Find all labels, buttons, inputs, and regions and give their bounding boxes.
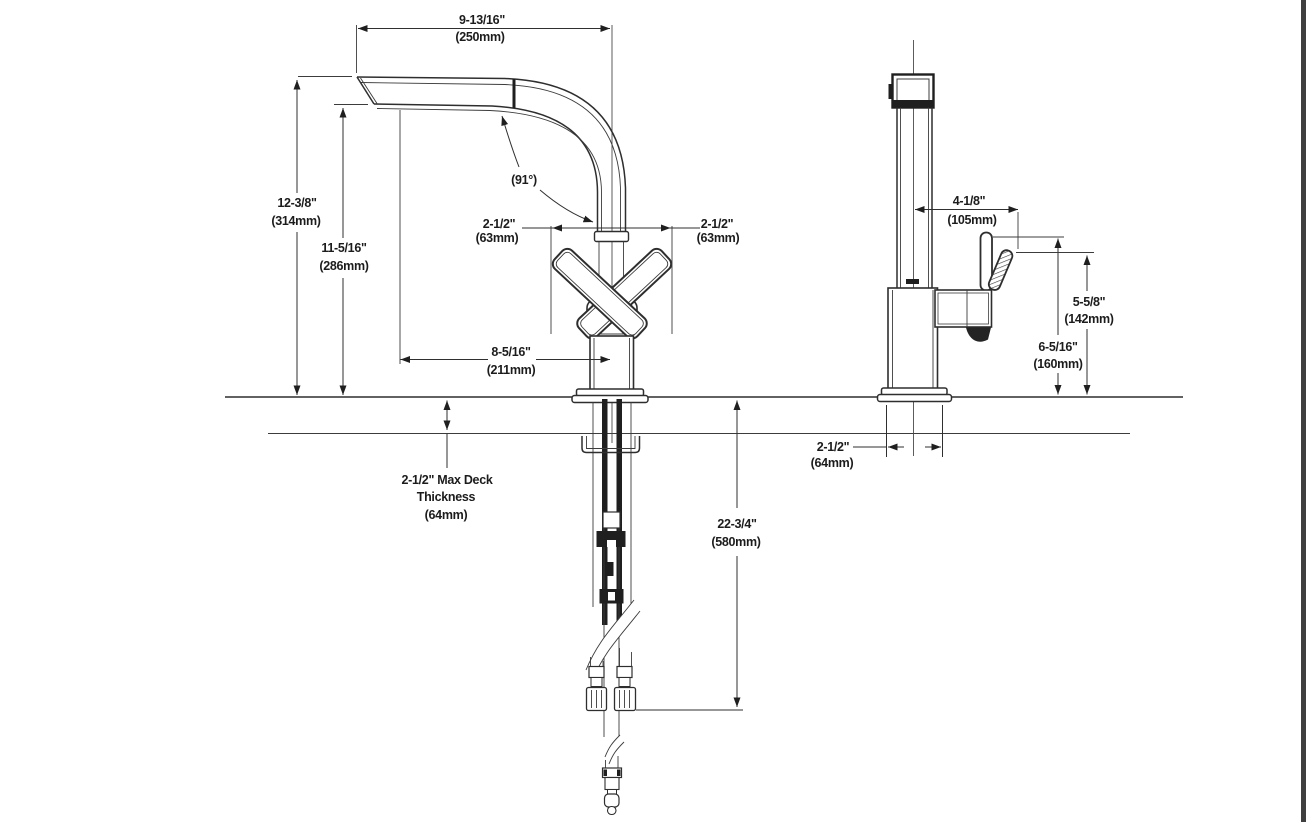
dim-shank-clearance-in: 2-1/2": [817, 440, 850, 454]
dim-handle-projection-mm: (105mm): [947, 213, 996, 227]
dim-deck-thickness-line1: 2-1/2" Max Deck: [401, 473, 492, 487]
front-view-faucet: [356, 25, 673, 443]
hose-end-plug: [603, 793, 620, 808]
side-spout-head-band: [892, 100, 934, 108]
side-spout-nub: [888, 84, 893, 99]
mounting-nut-notch: [608, 592, 615, 601]
page-edge-strip: [1301, 0, 1306, 822]
supply-fitting-left: [585, 657, 608, 712]
dim-spout-angle: (91°): [501, 115, 594, 223]
spout-tip-cut: [356, 76, 375, 105]
spout-tip-cut-inner: [360, 77, 378, 104]
front-handle-right-position: [576, 247, 673, 340]
front-handle-left-position: [551, 247, 648, 340]
shank-collar: [602, 511, 621, 529]
side-body: [887, 287, 939, 390]
dim-overall-height: 12-3/8" (314mm): [271, 76, 352, 395]
break-curve-upper: [585, 599, 635, 671]
hose-clip: [607, 562, 614, 576]
side-flange-base: [876, 393, 953, 403]
pullout-hose-tail: [601, 734, 625, 816]
side-handle-housing-inner: [937, 292, 989, 325]
mounting-bracket-inner: [586, 436, 636, 449]
hose-break-lower: [608, 741, 625, 765]
side-handle-tilted: [987, 249, 1014, 291]
side-housing-hook: [966, 327, 991, 342]
hose-break-fill: [605, 735, 624, 764]
dim-deck-thickness: 2-1/2" Max Deck Thickness (64mm): [401, 400, 493, 522]
dim-handle-tip-height: 5-5/8" (142mm): [1016, 252, 1114, 395]
mounting-bracket: [581, 436, 641, 454]
spout-bottom-inner-edge: [376, 108, 602, 232]
dim-deck-thickness-line2: Thickness: [417, 490, 476, 504]
front-spout: [356, 76, 627, 232]
dim-spout-reach-mm: (250mm): [455, 30, 504, 44]
dim-aerator-reach: 8-5/16" (211mm): [399, 110, 610, 377]
dim-spout-reach-in: 9-13/16": [459, 13, 505, 27]
hose-break-upper: [604, 734, 621, 758]
spout-top-outer-edge: [356, 76, 627, 232]
dim-aerator-reach-in: 8-5/16": [491, 345, 531, 359]
dim-spout-height-mm: (286mm): [319, 259, 368, 273]
dim-aerator-reach-mm: (211mm): [487, 363, 536, 377]
dim-spout-angle-label: (91°): [511, 173, 537, 187]
dim-supply-length-in: 22-3/4": [717, 517, 757, 531]
angle-leader-upper: [501, 115, 520, 168]
spout-top-inner-edge: [360, 82, 621, 232]
under-deck-assembly: [581, 399, 641, 816]
hose-fitting-mark: [603, 769, 607, 776]
dim-spout-height-in: 11-5/16": [321, 241, 367, 255]
angle-leader-lower: [539, 189, 594, 223]
dim-overall-height-in: 12-3/8": [277, 196, 317, 210]
dim-handle-swing: 2-1/2" (63mm) 2-1/2" (63mm): [476, 217, 740, 334]
front-flange-base: [571, 394, 649, 404]
dim-supply-length: 22-3/4" (580mm): [636, 400, 761, 711]
dim-shank-clearance-mm: (64mm): [811, 456, 854, 470]
supply-fitting-right: [613, 648, 637, 712]
dim-shank-clearance: 2-1/2" (64mm): [811, 440, 941, 470]
dim-handle-upright-in: 6-5/16": [1038, 340, 1078, 354]
dim-handle-right-mm: (63mm): [697, 231, 740, 245]
dim-spout-reach: 9-13/16" (250mm): [356, 13, 610, 73]
dim-handle-left-mm: (63mm): [476, 231, 519, 245]
dim-handle-upright-mm: (160mm): [1033, 357, 1082, 371]
fitting-neck: [618, 677, 631, 687]
break-band-fill: [586, 600, 640, 681]
dim-overall-height-mm: (314mm): [271, 214, 320, 228]
dim-handle-projection: 4-1/8" (105mm): [915, 194, 1019, 249]
neck-coupling: [593, 230, 630, 243]
dim-spout-height: 11-5/16" (286mm): [319, 104, 369, 395]
dim-handle-tip-in: 5-5/8": [1073, 295, 1106, 309]
front-body-column: [589, 335, 635, 393]
fitting-band: [588, 665, 605, 679]
side-handle-housing: [934, 289, 993, 328]
dim-handle-right-in: 2-1/2": [701, 217, 734, 231]
hose-end-tip: [606, 805, 617, 816]
dim-handle-upright-height: 6-5/16" (160mm): [993, 236, 1083, 395]
dim-handle-tip-mm: (142mm): [1064, 312, 1113, 326]
dim-handle-left-in: 2-1/2": [483, 217, 516, 231]
spout-bottom-outer-edge: [373, 103, 599, 232]
fitting-neck: [590, 677, 603, 687]
side-view-faucet: [876, 40, 1014, 457]
dim-supply-length-mm: (580mm): [711, 535, 760, 549]
dim-handle-projection-in: 4-1/8": [953, 194, 986, 208]
brand-mark: [906, 279, 919, 284]
deck-lines: [225, 396, 1183, 434]
hose-fitting-body: [604, 776, 620, 791]
fitting-nut: [613, 686, 637, 712]
shank-dark-band: [596, 531, 626, 547]
dim-deck-thickness-line3: (64mm): [425, 508, 468, 522]
shank-dark-band-notch: [607, 540, 616, 547]
hose-fitting-mark: [617, 769, 621, 776]
fitting-band: [616, 665, 633, 679]
